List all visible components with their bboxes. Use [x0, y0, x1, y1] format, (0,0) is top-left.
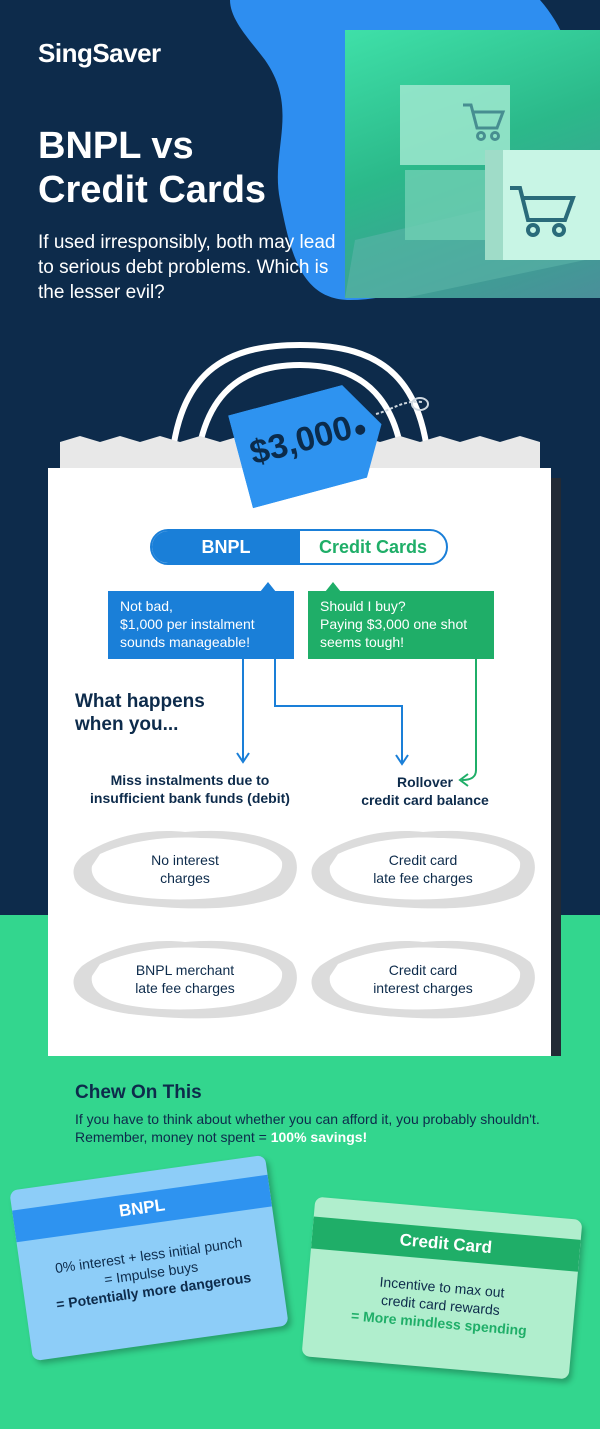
cc-bubble-pointer: [325, 582, 341, 592]
chew-on-this-body: If you have to think about whether you c…: [75, 1110, 555, 1146]
bnpl-scenario-line-2: insufficient bank funds (debit): [90, 790, 290, 806]
cc-thought-bubble: Should I buy? Paying $3,000 one shot see…: [308, 591, 494, 659]
torn-paper-shape: [311, 940, 535, 1019]
cc-bubble-line-2: Paying $3,000 one shot: [320, 616, 468, 632]
bnpl-bubble-pointer: [260, 582, 276, 592]
page-title: BNPL vs Credit Cards: [38, 124, 338, 212]
outcome-bnpl-2-line-1: BNPL merchant: [135, 962, 235, 978]
bnpl-bubble-line-2: $1,000 per instalment: [120, 616, 255, 632]
outcome-bnpl-1-line-1: No interest: [151, 852, 219, 868]
outcome-bnpl-no-interest: No interest charges: [70, 826, 300, 912]
what-happens-line-1: What happens: [75, 691, 205, 712]
shopping-cart-boxes-photo: [345, 30, 600, 298]
singsaver-logo: SingSaver: [38, 38, 161, 68]
page-subtitle: If used irresponsibly, both may lead to …: [38, 232, 336, 303]
toggle-credit-cards[interactable]: Credit Cards: [318, 536, 428, 557]
outcome-cc-interest: Credit card interest charges: [308, 936, 538, 1022]
torn-paper-shape: [311, 830, 535, 909]
cc-card-title: Credit Card: [310, 1216, 581, 1272]
bnpl-credit-toggle[interactable]: BNPL Credit Cards: [150, 529, 448, 565]
cart-box-illustration: [345, 85, 600, 298]
outcome-cc-1-line-2: late fee charges: [373, 870, 473, 886]
cc-card-body: Incentive to max out credit card rewards…: [305, 1266, 577, 1343]
cc-summary-card: Credit Card Incentive to max out credit …: [301, 1196, 583, 1380]
cart-icon: [510, 186, 576, 237]
cc-scenario-label: Rollover credit card balance: [335, 773, 515, 809]
toggle-bnpl[interactable]: BNPL: [152, 531, 300, 563]
bnpl-scenario-label: Miss instalments due to insufficient ban…: [75, 771, 305, 807]
bnpl-summary-card: BNPL 0% interest + less initial punch = …: [9, 1154, 289, 1362]
bnpl-scenario-line-1: Miss instalments due to: [110, 772, 270, 788]
tag-string: [375, 397, 429, 415]
cc-bubble-line-3: seems tough!: [320, 634, 405, 650]
bnpl-bubble-line-1: Not bad,: [120, 598, 173, 614]
cc-bubble-line-1: Should I buy?: [320, 598, 406, 614]
outcome-cc-2-line-1: Credit card: [388, 962, 458, 978]
torn-paper-shape: [73, 940, 297, 1019]
title-line-1: BNPL vs: [38, 125, 194, 167]
outcome-cc-2-line-2: interest charges: [373, 980, 473, 996]
what-happens-heading: What happens when you...: [75, 690, 205, 736]
bnpl-card-body: 0% interest + less initial punch = Impul…: [20, 1228, 283, 1317]
price-tag: $3,000: [228, 378, 394, 509]
chew-on-this-heading: Chew On This: [75, 1082, 202, 1103]
cc-scenario-line-2: credit card balance: [361, 792, 489, 808]
outcome-bnpl-2-line-2: late fee charges: [135, 980, 235, 996]
bag-handles: [167, 341, 433, 495]
title-line-2: Credit Cards: [38, 169, 267, 211]
bnpl-bubble-line-3: sounds manageable!: [120, 634, 250, 650]
outcome-bnpl-1-line-2: charges: [160, 870, 210, 886]
bnpl-card-title: BNPL: [12, 1174, 273, 1243]
what-happens-line-2: when you...: [75, 714, 179, 735]
torn-paper-shape: [73, 830, 297, 909]
chew-highlight: 100% savings!: [270, 1129, 368, 1145]
chew-body-text: If you have to think about whether you c…: [75, 1111, 540, 1145]
outcome-cc-late-fee: Credit card late fee charges: [308, 826, 538, 912]
price-tag-shape: [228, 384, 382, 509]
outcome-bnpl-late-fee: BNPL merchant late fee charges: [70, 936, 300, 1022]
cc-scenario-line-1: Rollover: [396, 774, 453, 790]
bnpl-thought-bubble: Not bad, $1,000 per instalment sounds ma…: [108, 591, 294, 659]
outcome-cc-1-line-1: Credit card: [388, 852, 458, 868]
